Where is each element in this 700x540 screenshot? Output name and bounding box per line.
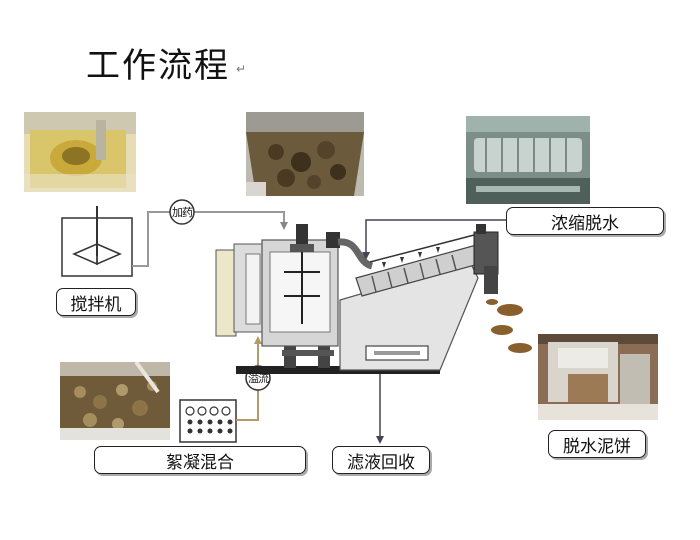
dosing-circle-label: 加药 — [172, 206, 193, 219]
screw-drum-photo — [466, 116, 590, 204]
page-title: 工作流程 — [86, 46, 230, 86]
mixer-label: 搅拌机 — [56, 288, 136, 316]
paragraph-mark: ↵ — [236, 62, 247, 76]
flocculation-label: 絮凝混合 — [94, 446, 306, 474]
mixer-tank — [61, 206, 133, 277]
mixer-photo — [24, 112, 136, 192]
filtrate-recovery-label: 滤液回收 — [332, 446, 430, 474]
flocculation-tank — [179, 399, 237, 443]
floc-sludge-photo — [246, 112, 364, 196]
cake-discharge-photo — [538, 334, 658, 420]
overflow-circle-label: 溢流 — [248, 372, 269, 385]
flocculation-photo — [60, 362, 170, 440]
dewatered-cake-label: 脱水泥饼 — [548, 430, 646, 458]
thickening-dewatering-label: 浓缩脱水 — [506, 207, 664, 235]
